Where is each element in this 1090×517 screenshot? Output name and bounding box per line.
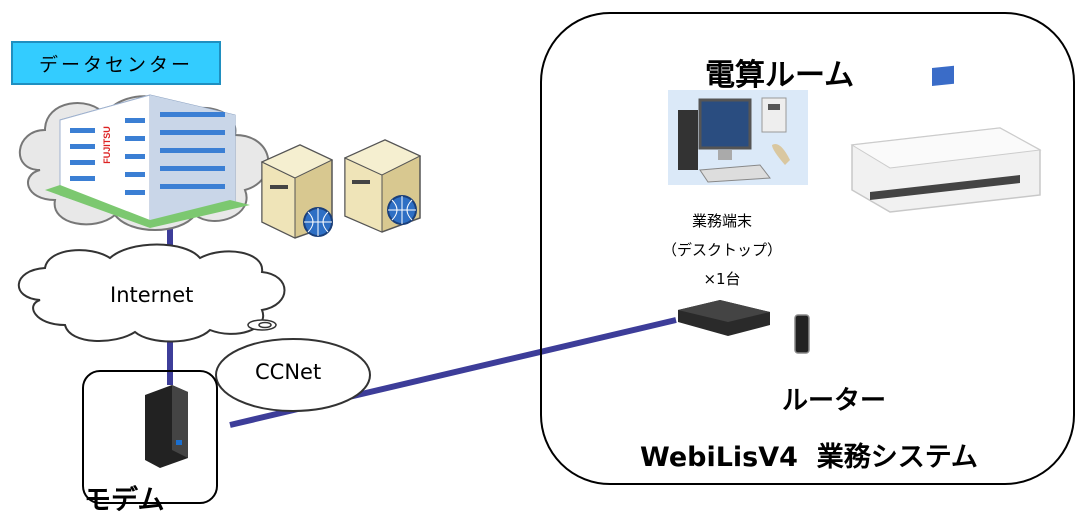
terminal-line: （デスクトップ）: [662, 241, 783, 259]
ccnet-cloud: [215, 338, 371, 412]
system-label: WebiLisV4 業務システム: [640, 442, 978, 473]
router-icon: [678, 300, 810, 354]
internet-cloud: [17, 243, 286, 343]
router-label: ルーター: [782, 386, 887, 416]
desktop-pc-icon: [668, 90, 808, 185]
terminal-description: 業務端末 （デスクトップ） ×1台: [662, 207, 782, 294]
modem-device-icon: [145, 385, 188, 468]
printer-icon: [850, 65, 1042, 213]
room-title: 電算ルーム: [705, 58, 855, 93]
terminal-line: 業務端末: [691, 212, 752, 230]
server-icon-2: [343, 139, 422, 233]
internet-label: Internet: [110, 283, 194, 307]
server-icon-1: [260, 144, 334, 239]
office-frame: [540, 12, 1075, 485]
modem-frame: [82, 370, 218, 504]
terminal-line: ×1台: [703, 270, 741, 288]
cloud-bubble: [258, 321, 272, 329]
modem-label: モデム: [84, 485, 165, 516]
datacenter-building: [45, 94, 250, 228]
fujitsu-logo: FUJITSU: [102, 126, 112, 164]
ccnet-label: CCNet: [255, 360, 322, 384]
datacenter-label: データセンター: [11, 41, 221, 85]
